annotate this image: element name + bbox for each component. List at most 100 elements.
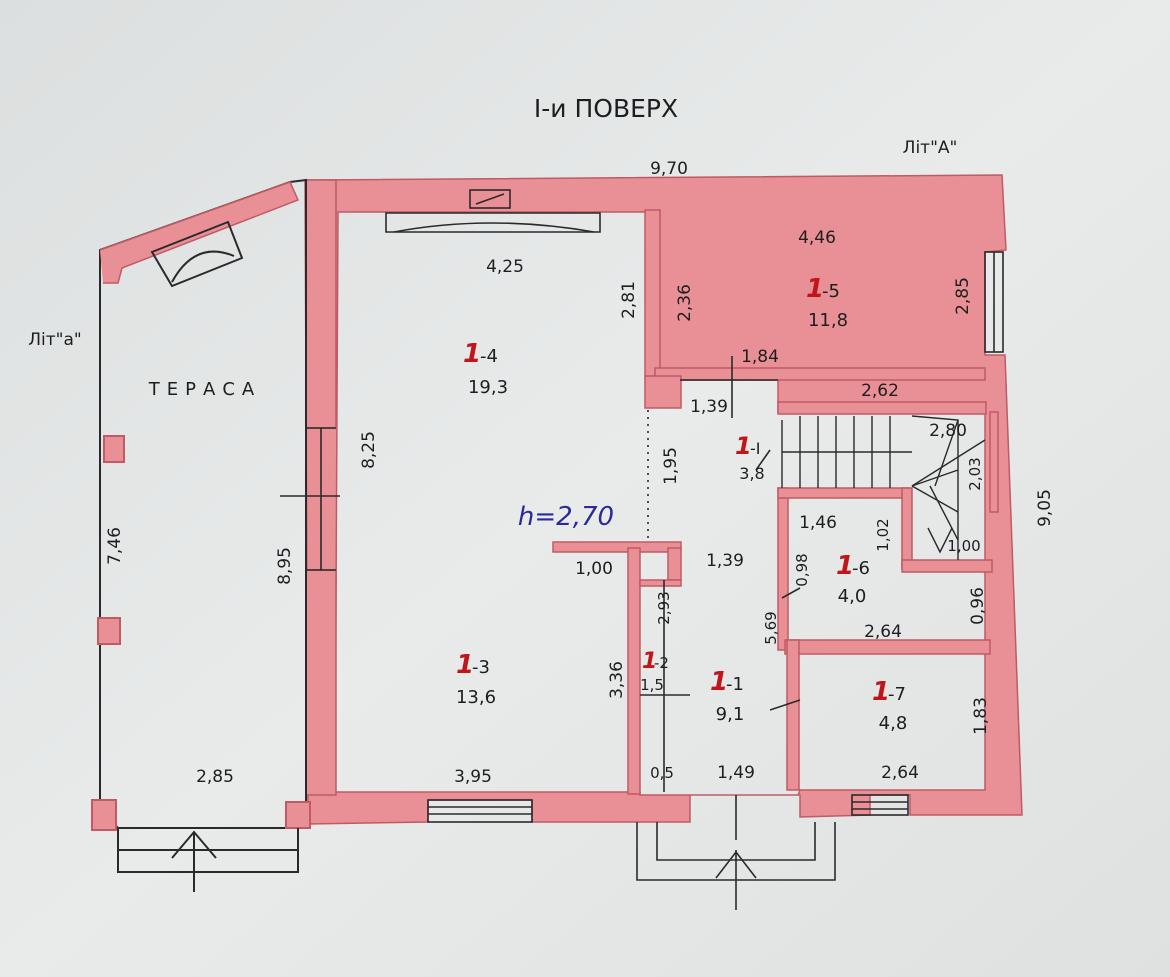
svg-text:4,0: 4,0 [838, 586, 867, 607]
wall-left-upper [305, 179, 337, 429]
wall-closet-right [667, 547, 682, 581]
svg-text:1: 1 [463, 339, 481, 369]
svg-text:3,8: 3,8 [739, 464, 764, 483]
terrace-post-4 [285, 801, 311, 829]
fireplace [150, 220, 244, 288]
dim-825: 8,25 [359, 431, 379, 469]
window-bottom-2 [851, 794, 909, 816]
staircase [781, 415, 986, 560]
vent [469, 189, 511, 209]
dim-098: 0,98 [793, 553, 811, 586]
dim-05: 0,5 [650, 764, 674, 782]
fixtures [280, 189, 1004, 910]
walls [304, 174, 1023, 825]
svg-text:1: 1 [642, 649, 657, 674]
wall-5-bottom [654, 367, 986, 381]
dim-236: 2,36 [675, 284, 695, 322]
svg-text:1: 1 [872, 677, 890, 707]
kitchen-counter [385, 212, 601, 233]
window-bottom-1 [427, 799, 533, 823]
svg-text:-I: -I [750, 439, 761, 458]
lit-terrace-label: Літ"а" [28, 330, 81, 350]
svg-text:-7: -7 [888, 684, 906, 705]
svg-text:4,8: 4,8 [879, 713, 908, 734]
dim-149: 1,49 [717, 763, 755, 783]
svg-text:1: 1 [710, 667, 728, 697]
dimensions: 9,70 4,46 4,25 1,84 2,62 1,39 2,80 1,46 … [196, 159, 981, 787]
wall-stair-right [989, 411, 999, 513]
dim-336: 3,36 [607, 661, 627, 699]
wall-6-notch [901, 487, 913, 569]
dim-184: 1,84 [741, 347, 779, 367]
fireplace-arc [171, 250, 235, 283]
wall-6-7 [784, 639, 991, 655]
room-1-7: 1 -7 4,8 [872, 677, 907, 734]
dim-139a: 1,39 [690, 397, 728, 417]
dim-195: 1,95 [661, 447, 681, 485]
svg-text:1: 1 [735, 432, 752, 460]
terrace-post-1 [103, 435, 125, 463]
dim-293: 2,93 [655, 591, 673, 624]
terrace-label: ТЕРАСА [148, 379, 261, 400]
entry-arrow-left [171, 830, 217, 859]
svg-text:-1: -1 [726, 674, 744, 695]
svg-text:-2: -2 [654, 654, 669, 672]
svg-text:11,8: 11,8 [808, 310, 848, 331]
wall-6-notch-bottom [901, 559, 993, 573]
plan-title: I-и ПОВЕРХ [534, 94, 678, 123]
dim-446: 4,46 [798, 228, 836, 248]
dim-395: 3,95 [454, 767, 492, 787]
kitchen-arc [393, 222, 595, 233]
dim-096: 0,96 [968, 587, 988, 625]
room-1-I: 1 -I 3,8 [735, 432, 765, 483]
wall-left-lower [305, 569, 337, 796]
dim-146: 1,46 [799, 513, 837, 533]
svg-text:-6: -6 [852, 558, 870, 579]
svg-text:1: 1 [456, 650, 474, 680]
vertical-dimensions: 2,81 2,36 2,85 2,03 8,25 1,95 9,05 1,02 … [105, 277, 1055, 735]
dim-100-stair: 1,00 [947, 537, 980, 555]
dim-102: 1,02 [874, 518, 892, 551]
dim-285a: 2,85 [953, 277, 973, 315]
wall-4-5 [644, 209, 661, 379]
dim-895: 8,95 [275, 547, 295, 585]
wall-closet-top [639, 579, 682, 587]
dim-425: 4,25 [486, 257, 524, 277]
entry-arrow-main [715, 850, 757, 879]
dim-264a: 2,64 [864, 622, 902, 642]
svg-text:1: 1 [806, 274, 824, 304]
svg-text:9,1: 9,1 [716, 704, 745, 725]
dim-203: 2,03 [966, 457, 984, 490]
wall-3-top-stub [552, 541, 682, 553]
pillar [644, 375, 682, 409]
dim-262: 2,62 [861, 381, 899, 401]
dim-100: 1,00 [575, 559, 613, 579]
dim-569: 5,69 [762, 611, 780, 644]
dim-281: 2,81 [619, 281, 639, 319]
dim-746: 7,46 [105, 527, 125, 565]
room-1-3: 1 -3 13,6 [456, 650, 496, 708]
svg-text:19,3: 19,3 [468, 377, 508, 398]
dim-264b: 2,64 [881, 763, 919, 783]
terrace-post-2 [97, 617, 121, 645]
room-1-2: 1 -2 1,5 [640, 649, 669, 694]
wall-6-top [777, 487, 911, 499]
dim-970: 9,70 [650, 159, 688, 179]
dim-905: 9,05 [1035, 489, 1055, 527]
svg-text:1: 1 [836, 551, 854, 581]
lit-main-label: Літ"А" [903, 138, 958, 158]
terrace [91, 178, 311, 892]
svg-text:1,5: 1,5 [640, 676, 664, 694]
ceiling-height-note: h=2,70 [518, 502, 614, 532]
terrace-post-3 [91, 799, 117, 831]
dim-280: 2,80 [929, 421, 967, 441]
wall-7-left [786, 639, 800, 791]
dim-183: 1,83 [971, 697, 991, 735]
svg-text:-5: -5 [822, 281, 840, 302]
wall-stair-top [777, 401, 987, 415]
room-1-1: 1 -1 9,1 [710, 667, 744, 725]
svg-text:13,6: 13,6 [456, 687, 496, 708]
dim-139b: 1,39 [706, 551, 744, 571]
stair-arrow [927, 527, 953, 554]
